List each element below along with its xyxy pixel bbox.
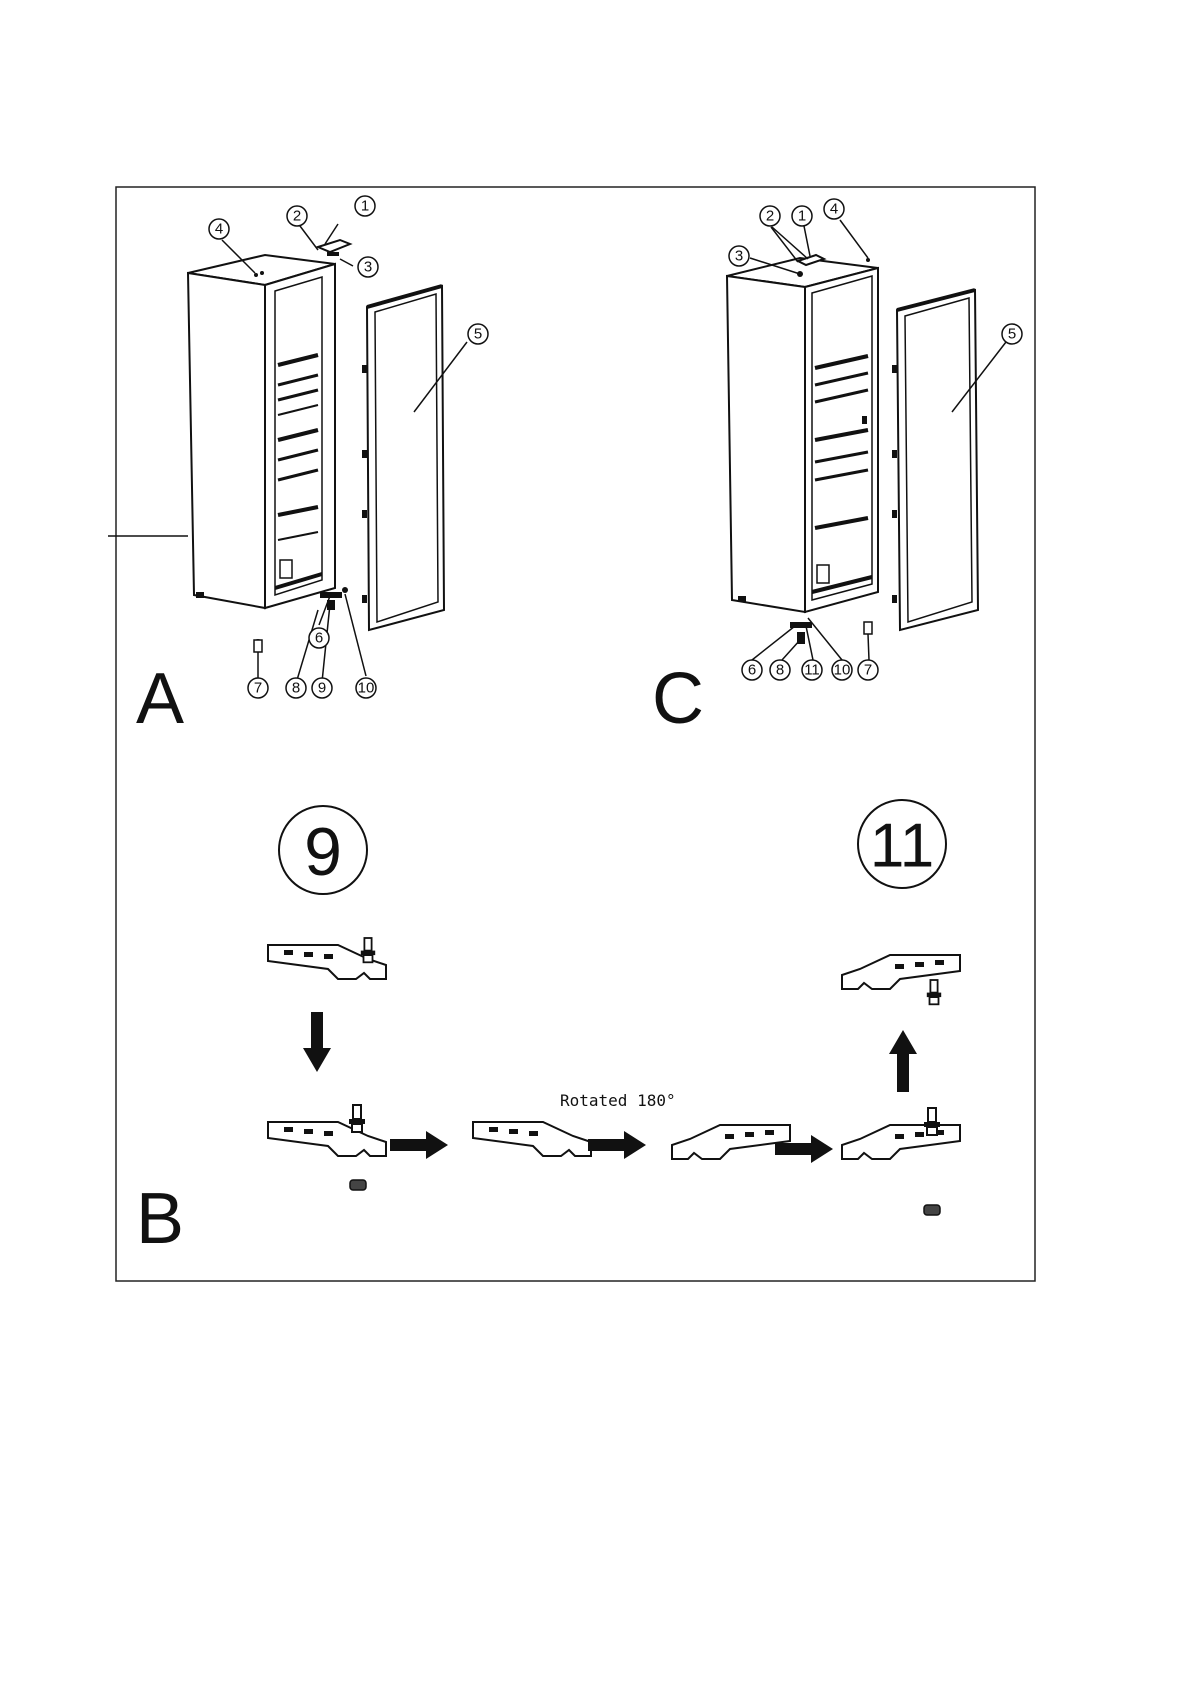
callout-a-1: 1 xyxy=(361,198,369,215)
big-label-11: 11 xyxy=(858,800,946,888)
hinge-disassembled-left xyxy=(268,1105,386,1190)
arrow-right-1 xyxy=(390,1131,448,1159)
callout-a-2: 2 xyxy=(293,208,301,225)
arrow-right-2 xyxy=(588,1131,646,1159)
hinge-plate-step-2 xyxy=(473,1122,591,1156)
callout-a-5: 5 xyxy=(474,326,482,343)
panel-label-c: C xyxy=(652,659,704,739)
callout-c-10: 10 xyxy=(834,662,851,679)
callout-c-3: 3 xyxy=(735,248,743,265)
door-c xyxy=(892,290,978,630)
callout-c-4: 4 xyxy=(830,201,838,218)
callout-c-8: 8 xyxy=(776,662,784,679)
panel-label-b: B xyxy=(136,1179,184,1259)
callout-a-4: 4 xyxy=(215,221,223,238)
fridge-c xyxy=(727,258,878,612)
arrow-down xyxy=(303,1012,331,1072)
callout-c-11: 11 xyxy=(804,662,820,679)
callout-c-1: 1 xyxy=(798,208,806,225)
callout-c-6: 6 xyxy=(748,662,756,679)
callout-c-5: 5 xyxy=(1008,326,1016,343)
big-label-9: 9 xyxy=(279,806,367,894)
panel-label-a: A xyxy=(136,659,184,739)
arrow-up xyxy=(889,1030,917,1092)
svg-text:9: 9 xyxy=(304,814,342,890)
svg-text:11: 11 xyxy=(870,812,934,881)
callout-a-3: 3 xyxy=(364,259,372,276)
callout-a-9: 9 xyxy=(318,680,326,697)
hinge-reassembled-right xyxy=(842,1108,960,1215)
callout-c-2: 2 xyxy=(766,208,774,225)
fridge-a xyxy=(188,255,335,608)
callout-a-10: 10 xyxy=(358,680,375,697)
callout-a-8: 8 xyxy=(292,680,300,697)
callout-c-7: 7 xyxy=(864,662,872,679)
door-a xyxy=(362,286,444,630)
hinge-top-left xyxy=(268,938,386,979)
rotation-note: Rotated 180° xyxy=(560,1091,676,1110)
callout-a-6: 6 xyxy=(315,630,323,647)
hinge-top-right xyxy=(842,955,960,1004)
callout-a-7: 7 xyxy=(254,680,262,697)
hinge-plate-rotated xyxy=(672,1125,790,1159)
